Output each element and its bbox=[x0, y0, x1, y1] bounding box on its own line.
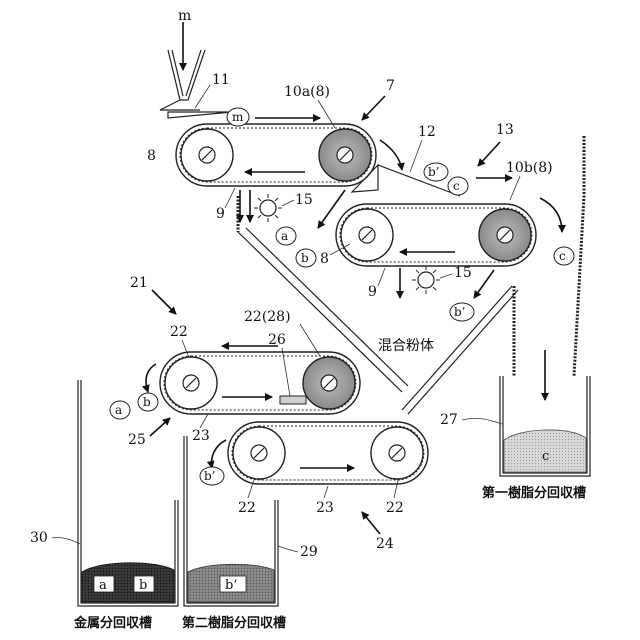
svg-text:c: c bbox=[453, 179, 460, 193]
label-m: m bbox=[178, 8, 191, 24]
circled-b-prime-low: b’ bbox=[200, 467, 224, 485]
label-10a: 10a(8) bbox=[284, 84, 330, 100]
svg-text:b’: b’ bbox=[428, 165, 440, 179]
svg-text:a: a bbox=[115, 403, 122, 417]
caption-first-resin-tank: 第一樹脂分回収槽 bbox=[482, 485, 586, 501]
caption-second-resin-tank: 第二樹脂分回収槽 bbox=[182, 615, 286, 631]
top-conveyor bbox=[176, 124, 376, 186]
brush-15-top bbox=[254, 194, 282, 222]
drop-arrow-b bbox=[318, 190, 345, 228]
svg-text:c: c bbox=[559, 249, 566, 263]
label-11: 11 bbox=[212, 72, 230, 88]
label-23-top: 23 bbox=[192, 428, 210, 444]
label-12: 12 bbox=[418, 124, 436, 140]
label-8-top: 8 bbox=[147, 148, 156, 164]
circled-m: m bbox=[227, 108, 249, 126]
label-13: 13 bbox=[496, 122, 514, 138]
vibrating-feeder-11 bbox=[168, 112, 232, 118]
circled-c-right: c bbox=[554, 247, 574, 265]
bin-a-label: a bbox=[99, 578, 107, 593]
pointer-24 bbox=[362, 512, 380, 534]
label-22-tl: 22 bbox=[170, 324, 188, 340]
label-8-mid: 8 bbox=[320, 251, 329, 267]
label-9-top: 9 bbox=[216, 206, 225, 222]
svg-text:a: a bbox=[281, 229, 288, 243]
first-resin-tank: c bbox=[500, 350, 590, 476]
label-7: 7 bbox=[386, 78, 395, 94]
label-25: 25 bbox=[128, 432, 146, 448]
circled-b-mid: b bbox=[296, 249, 316, 267]
bin-b-prime-label: b’ bbox=[225, 578, 237, 593]
svg-text:b’: b’ bbox=[454, 305, 466, 319]
label-15-mid: 15 bbox=[454, 265, 472, 281]
circled-b-prime-top: b’ bbox=[424, 163, 448, 181]
label-10b: 10b(8) bbox=[506, 160, 553, 176]
caption-metal-tank: 金属分回収槽 bbox=[73, 615, 152, 631]
pointer-7 bbox=[362, 96, 385, 120]
brush-15-middle bbox=[412, 266, 440, 294]
label-27: 27 bbox=[440, 412, 458, 428]
magnet-26 bbox=[280, 396, 306, 404]
circled-b-prime-mid: b’ bbox=[450, 303, 474, 321]
pointer-21 bbox=[152, 290, 176, 314]
circled-a-left: a bbox=[110, 401, 130, 419]
lower-right-conveyor bbox=[228, 422, 428, 484]
svg-text:b’: b’ bbox=[204, 469, 216, 483]
label-22-28: 22(28) bbox=[244, 309, 291, 325]
circled-a-top: a bbox=[276, 227, 296, 245]
circled-c-top: c bbox=[448, 177, 468, 195]
pointer-13 bbox=[478, 142, 500, 166]
fall-arrow-left bbox=[146, 364, 156, 392]
bin-b-label: b bbox=[139, 578, 147, 593]
circled-b-left: b bbox=[138, 393, 158, 411]
lower-left-conveyor bbox=[160, 352, 360, 414]
label-30: 30 bbox=[30, 530, 48, 546]
label-29: 29 bbox=[300, 544, 318, 560]
label-23-bot: 23 bbox=[316, 500, 334, 516]
label-mixed-powder: 混合粉体 bbox=[378, 338, 434, 354]
label-22-br: 22 bbox=[386, 500, 404, 516]
label-21: 21 bbox=[130, 275, 148, 291]
bin-c-label: c bbox=[542, 449, 549, 464]
pointer-25 bbox=[150, 418, 170, 436]
label-15-top: 15 bbox=[295, 192, 313, 208]
drop-arrow-b-prime bbox=[474, 270, 494, 298]
fall-arrow-10b bbox=[540, 198, 562, 232]
svg-text:m: m bbox=[232, 110, 244, 124]
label-9-mid: 9 bbox=[368, 284, 377, 300]
fall-arrow-10a bbox=[380, 140, 402, 170]
svg-text:b: b bbox=[143, 395, 151, 409]
fall-arrow-b-prime bbox=[212, 440, 226, 468]
svg-text:b: b bbox=[301, 251, 309, 265]
leader-11 bbox=[195, 85, 210, 108]
label-24: 24 bbox=[376, 536, 394, 552]
label-22-bl: 22 bbox=[238, 500, 256, 516]
middle-conveyor bbox=[336, 204, 536, 266]
